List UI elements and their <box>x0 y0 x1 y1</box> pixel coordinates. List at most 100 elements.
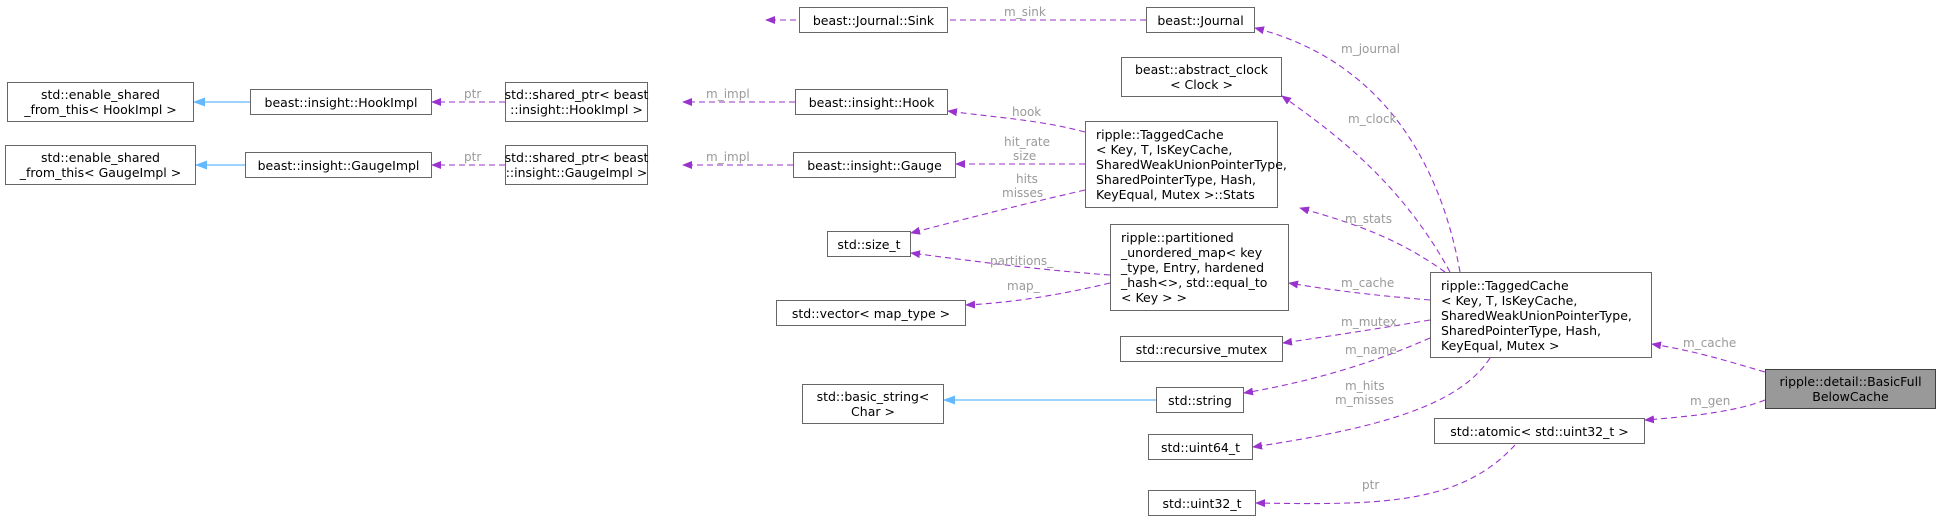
edge-m-mutex <box>1282 319 1431 346</box>
node-basic-string-line-1: std::basic_string< <box>816 389 930 404</box>
edge-m-gen <box>1644 399 1766 424</box>
edge-partitions <box>910 250 1111 276</box>
edge-m-hits-misses <box>1252 357 1491 450</box>
edge-m-cache-outer <box>1651 341 1766 373</box>
node-shared-ptr-gaugeimpl-line-1: std::shared_ptr< beast <box>504 150 649 165</box>
node-enable-shared-hookimpl-line-1: std::enable_shared <box>41 87 160 102</box>
edge-m-clock <box>1281 95 1451 273</box>
label-m-clock: m_clock <box>1348 112 1397 126</box>
node-recursive-mutex-line-1: std::recursive_mutex <box>1135 341 1268 357</box>
node-tagged-cache-stats-line-1: ripple::TaggedCache <box>1096 127 1224 142</box>
label-map: map_ <box>1007 279 1041 293</box>
node-shared-ptr-hookimpl-line-2: ::insight::HookImpl > <box>510 102 643 117</box>
node-enable-shared-hookimpl-line-2: _from_this< HookImpl > <box>24 102 177 117</box>
label-ptr-gauge: ptr <box>464 150 481 164</box>
node-basic-full-below-cache-line-2: BelowCache <box>1812 389 1889 404</box>
node-uint64-line-1: std::uint64_t <box>1160 439 1241 455</box>
node-basic-string[interactable]: std::basic_string<Char > <box>802 384 944 424</box>
node-vector-map-type-line-1: std::vector< map_type > <box>791 305 951 321</box>
label-hit-rate: hit_rate <box>1004 135 1050 149</box>
node-journal-sink[interactable]: beast::Journal::Sink <box>799 7 948 33</box>
node-uint32[interactable]: std::uint32_t <box>1148 490 1256 516</box>
node-hookimpl[interactable]: beast::insight::HookImpl <box>250 89 432 115</box>
node-enable-shared-gaugeimpl-line-2: _from_this< GaugeImpl > <box>19 165 182 180</box>
node-tagged-cache-stats[interactable]: ripple::TaggedCache< Key, T, IsKeyCache,… <box>1085 121 1287 208</box>
label-m-misses: m_misses <box>1335 393 1394 407</box>
label-hits: hits <box>1016 172 1038 186</box>
label-m-name: m_name <box>1345 343 1397 357</box>
label-ptr-hook: ptr <box>464 87 481 101</box>
node-size-t-line-1: std::size_t <box>837 236 901 252</box>
node-tagged-cache-stats-line-3: SharedWeakUnionPointerType, <box>1096 157 1287 172</box>
node-gaugeimpl[interactable]: beast::insight::GaugeImpl <box>245 152 432 178</box>
node-gauge[interactable]: beast::insight::Gauge <box>793 152 956 178</box>
edge-map <box>965 282 1111 309</box>
label-m-hits: m_hits <box>1345 379 1385 393</box>
label-m-journal: m_journal <box>1341 42 1400 56</box>
label-m-gen: m_gen <box>1690 394 1730 408</box>
node-tagged-cache-line-3: SharedWeakUnionPointerType, <box>1441 307 1632 323</box>
node-gauge-line-1: beast::insight::Gauge <box>807 157 942 173</box>
node-hook[interactable]: beast::insight::Hook <box>795 89 948 115</box>
edge-hits-misses <box>910 189 1086 235</box>
node-shared-ptr-gaugeimpl-line-2: ::insight::GaugeImpl > <box>505 165 648 180</box>
node-atomic-uint32[interactable]: std::atomic< std::uint32_t > <box>1434 418 1645 444</box>
node-atomic-uint32-line-1: std::atomic< std::uint32_t > <box>1450 423 1629 439</box>
node-gaugeimpl-line-1: beast::insight::GaugeImpl <box>257 157 420 173</box>
node-basic-full-below-cache-line-1: ripple::detail::BasicFull <box>1779 374 1922 389</box>
node-tagged-cache-stats-line-2: < Key, T, IsKeyCache, <box>1096 142 1233 157</box>
node-journal[interactable]: beast::Journal <box>1146 7 1255 33</box>
label-m-cache-outer: m_cache <box>1683 336 1736 350</box>
node-tagged-cache-line-5: KeyEqual, Mutex > <box>1441 337 1560 353</box>
node-abstract-clock-line-2: < Clock > <box>1170 77 1233 92</box>
node-hook-line-1: beast::insight::Hook <box>808 94 935 110</box>
node-tagged-cache[interactable]: ripple::TaggedCache< Key, T, IsKeyCache,… <box>1430 272 1652 358</box>
label-m-mutex: m_mutex <box>1341 315 1397 329</box>
node-uint32-line-1: std::uint32_t <box>1162 495 1242 511</box>
node-vector-map-type[interactable]: std::vector< map_type > <box>776 300 966 326</box>
node-recursive-mutex[interactable]: std::recursive_mutex <box>1120 336 1283 362</box>
node-tagged-cache-line-1: ripple::TaggedCache <box>1441 277 1569 293</box>
node-std-string-line-1: std::string <box>1168 392 1232 408</box>
node-tagged-cache-stats-line-5: KeyEqual, Mutex >::Stats <box>1096 187 1255 202</box>
node-partitioned-unordered-map-line-1: ripple::partitioned <box>1121 230 1234 245</box>
node-shared-ptr-hookimpl-line-1: std::shared_ptr< beast <box>504 87 649 102</box>
node-tagged-cache-line-4: SharedPointerType, Hash, <box>1441 322 1601 338</box>
label-size: size <box>1013 149 1036 163</box>
edge-m-journal <box>1254 26 1461 273</box>
edge-hook <box>947 108 1086 133</box>
node-partitioned-unordered-map-line-5: < Key > > <box>1121 290 1188 305</box>
node-std-string[interactable]: std::string <box>1156 387 1244 413</box>
node-abstract-clock-line-1: beast::abstract_clock <box>1134 62 1269 77</box>
label-m-impl-hook: m_impl <box>706 87 750 101</box>
edge-ptr-atomic <box>1255 444 1516 508</box>
node-shared-ptr-gaugeimpl[interactable]: std::shared_ptr< beast::insight::GaugeIm… <box>505 145 648 185</box>
node-tagged-cache-line-2: < Key, T, IsKeyCache, <box>1441 292 1578 308</box>
node-partitioned-unordered-map-line-4: _hash<>, std::equal_to <box>1121 275 1268 290</box>
label-m-cache-inner: m_cache <box>1341 276 1394 290</box>
label-misses: misses <box>1002 186 1043 200</box>
node-basic-string-line-2: Char > <box>851 404 895 419</box>
label-partitions: partitions_ <box>990 254 1054 268</box>
node-partitioned-unordered-map[interactable]: ripple::partitioned_unordered_map< key_t… <box>1110 224 1289 311</box>
node-enable-shared-hookimpl[interactable]: std::enable_shared_from_this< HookImpl > <box>7 82 194 122</box>
node-shared-ptr-hookimpl[interactable]: std::shared_ptr< beast::insight::HookImp… <box>505 82 648 122</box>
label-m-sink: m_sink <box>1004 5 1046 19</box>
node-enable-shared-gaugeimpl-line-1: std::enable_shared <box>41 150 160 165</box>
node-enable-shared-gaugeimpl[interactable]: std::enable_shared_from_this< GaugeImpl … <box>5 145 196 185</box>
label-m-impl-gauge: m_impl <box>706 150 750 164</box>
node-uint64[interactable]: std::uint64_t <box>1148 434 1253 460</box>
node-partitioned-unordered-map-line-3: _type, Entry, hardened <box>1121 260 1264 275</box>
node-size-t[interactable]: std::size_t <box>827 231 911 257</box>
node-journal-line-1: beast::Journal <box>1157 12 1244 28</box>
label-m-stats: m_stats <box>1345 212 1392 226</box>
node-tagged-cache-stats-line-4: SharedPointerType, Hash, <box>1096 172 1256 187</box>
node-abstract-clock[interactable]: beast::abstract_clock< Clock > <box>1121 57 1282 97</box>
label-ptr-atomic: ptr <box>1362 478 1379 492</box>
node-journal-sink-line-1: beast::Journal::Sink <box>812 12 935 28</box>
node-partitioned-unordered-map-line-2: _unordered_map< key <box>1121 245 1263 260</box>
node-hookimpl-line-1: beast::insight::HookImpl <box>264 94 418 110</box>
